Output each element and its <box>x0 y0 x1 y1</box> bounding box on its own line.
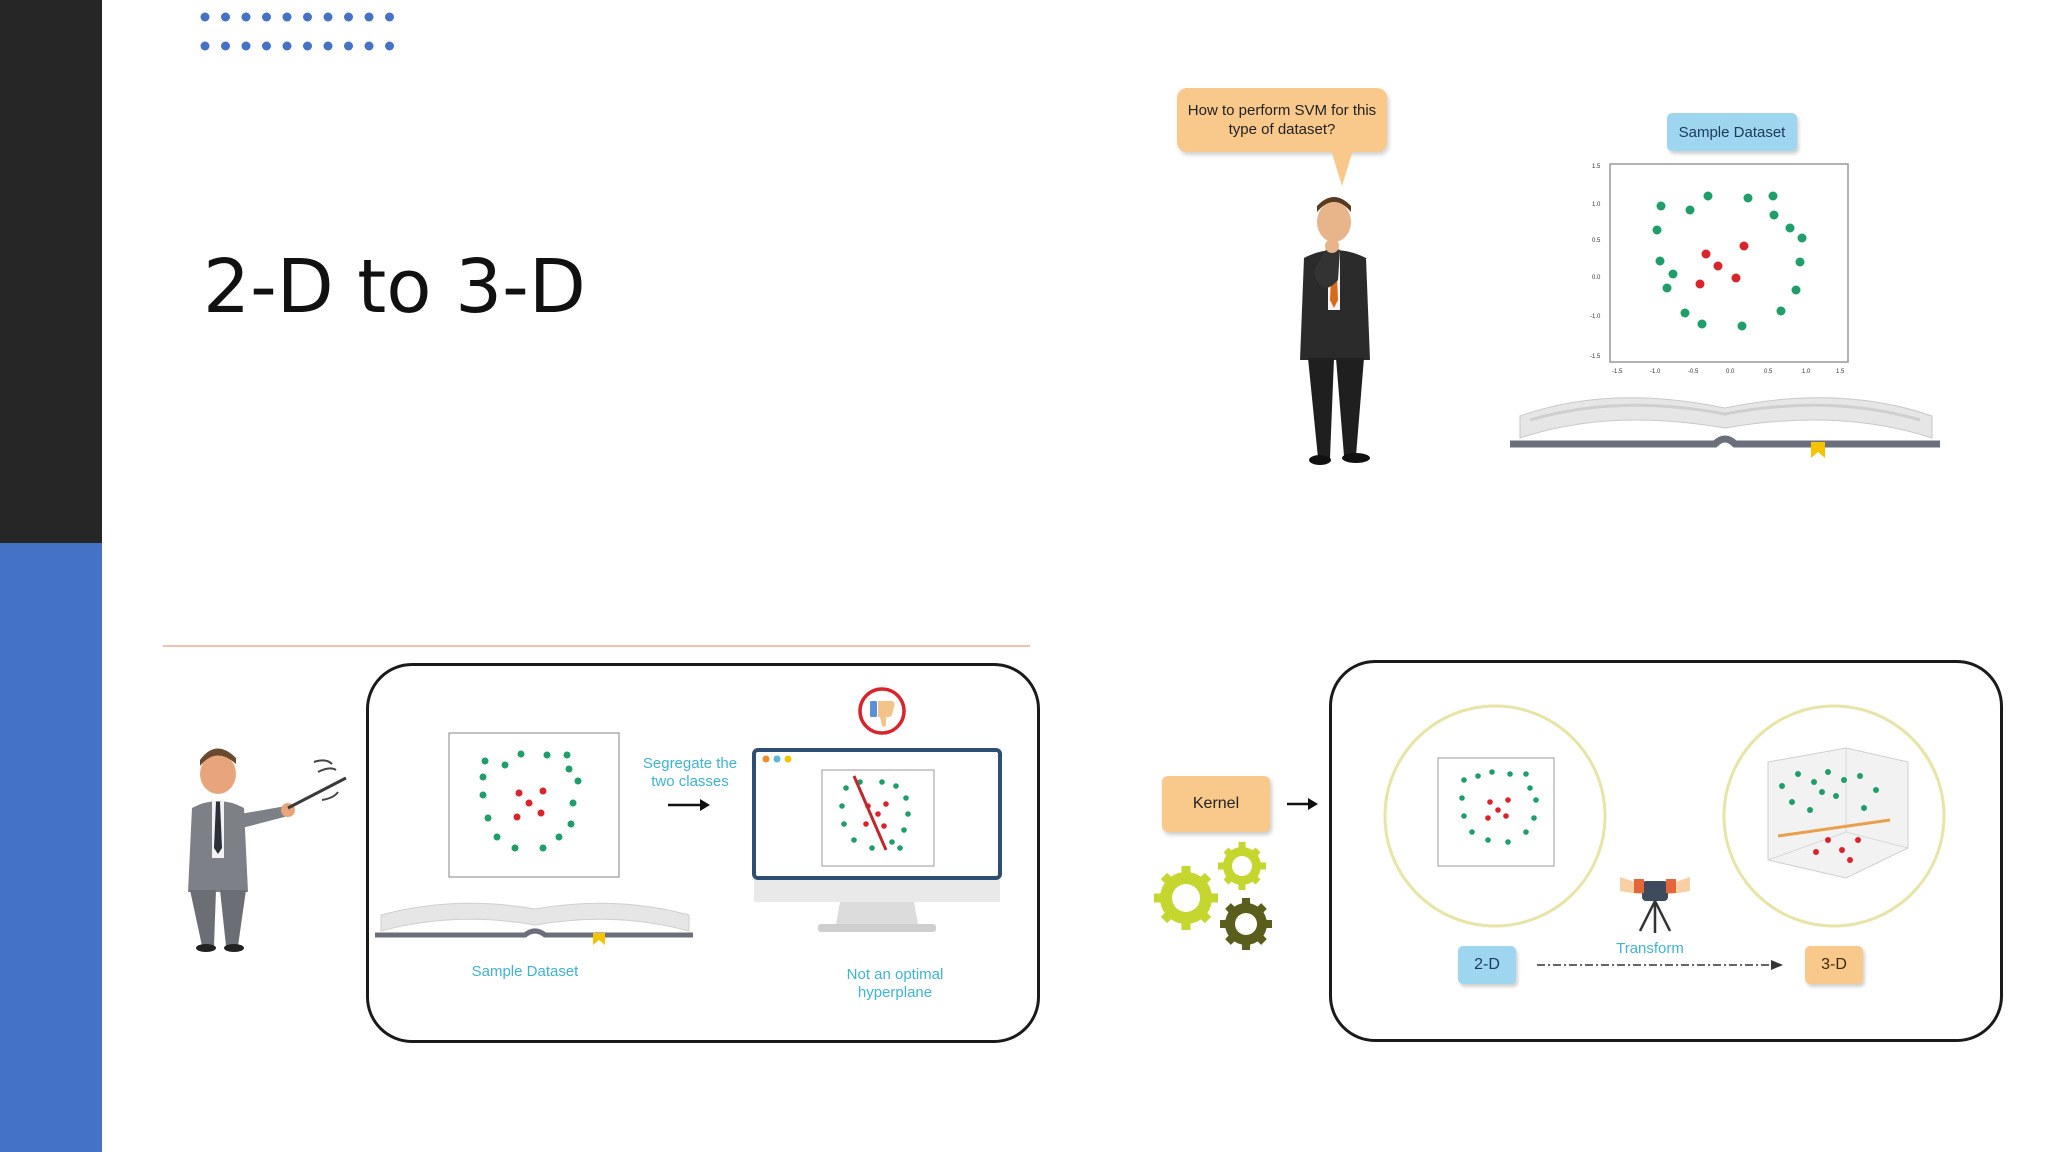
2d-label-tag: 2-D <box>1458 946 1516 984</box>
green-class-points <box>1652 191 1807 331</box>
segregate-caption: Segregate the two classes <box>620 755 760 791</box>
monitor-hyperplane-illustration <box>752 748 1002 932</box>
y-tick: 0.5 <box>1592 238 1601 244</box>
thinking-man-illustration <box>1300 197 1370 465</box>
y-tick: 1.0 <box>1592 202 1601 208</box>
sample-dataset-caption: Sample Dataset <box>471 963 579 980</box>
sidebar-accent-block <box>0 543 102 1152</box>
not-optimal-caption: Not an optimal hyperplane <box>810 966 980 1002</box>
transform-dashed-arrow <box>1537 960 1783 970</box>
x-tick: 0.0 <box>1726 369 1735 375</box>
x-tick: -1.0 <box>1650 369 1661 375</box>
gears-icon <box>1154 842 1272 950</box>
segregate-caption-line2: two classes <box>651 773 729 790</box>
y-tick: 0.0 <box>1592 275 1601 281</box>
plot-x-ticks: -1.5 -1.0 -0.5 0.0 0.5 1.0 1.5 <box>1612 369 1845 375</box>
question-bubble-tail <box>1331 150 1353 186</box>
thumbs-down-icon <box>858 687 906 735</box>
x-tick: 1.5 <box>1836 369 1845 375</box>
question-bubble: How to perform SVM for this type of data… <box>1177 88 1387 152</box>
sample-dataset-tag: Sample Dataset <box>1667 113 1797 151</box>
sidebar-dark-block <box>0 0 102 543</box>
segregate-caption-line1: Segregate the <box>642 755 738 772</box>
3d-label-tag: 3-D <box>1805 946 1863 984</box>
dot-grid-decoration <box>200 12 394 51</box>
not-optimal-caption-line2: hyperplane <box>857 984 933 1001</box>
plot-y-ticks: 1.5 1.0 0.5 0.0 -1.0 -1.5 <box>1590 164 1601 360</box>
transform-label: Transform <box>1616 940 1684 957</box>
y-tick: -1.0 <box>1590 314 1601 320</box>
presenter-with-pointer-illustration <box>188 748 347 952</box>
red-class-points <box>1695 241 1749 289</box>
kernel-arrow-icon <box>1287 798 1318 810</box>
3d-dataset-circle <box>1722 704 1946 928</box>
y-tick: 1.5 <box>1592 164 1601 170</box>
kernel-box: Kernel <box>1162 776 1270 832</box>
segregate-arrow-icon <box>668 799 710 811</box>
not-optimal-caption-line1: Not an optimal <box>846 966 944 983</box>
x-tick: -1.5 <box>1612 369 1623 375</box>
2d-dataset-circle <box>1383 704 1607 928</box>
slide-title: 2-D to 3-D <box>203 244 586 330</box>
x-tick: 0.5 <box>1764 369 1773 375</box>
panel-sample-dataset-plot <box>375 732 693 945</box>
sample-dataset-plot-on-book: 1.5 1.0 0.5 0.0 -1.0 -1.5 -1.5 -1.0 -0.5… <box>1510 163 1940 458</box>
title-divider <box>163 645 1030 647</box>
x-tick: -0.5 <box>1688 369 1699 375</box>
x-tick: 1.0 <box>1802 369 1811 375</box>
y-tick: -1.5 <box>1590 354 1601 360</box>
projector-icon <box>1620 877 1690 933</box>
